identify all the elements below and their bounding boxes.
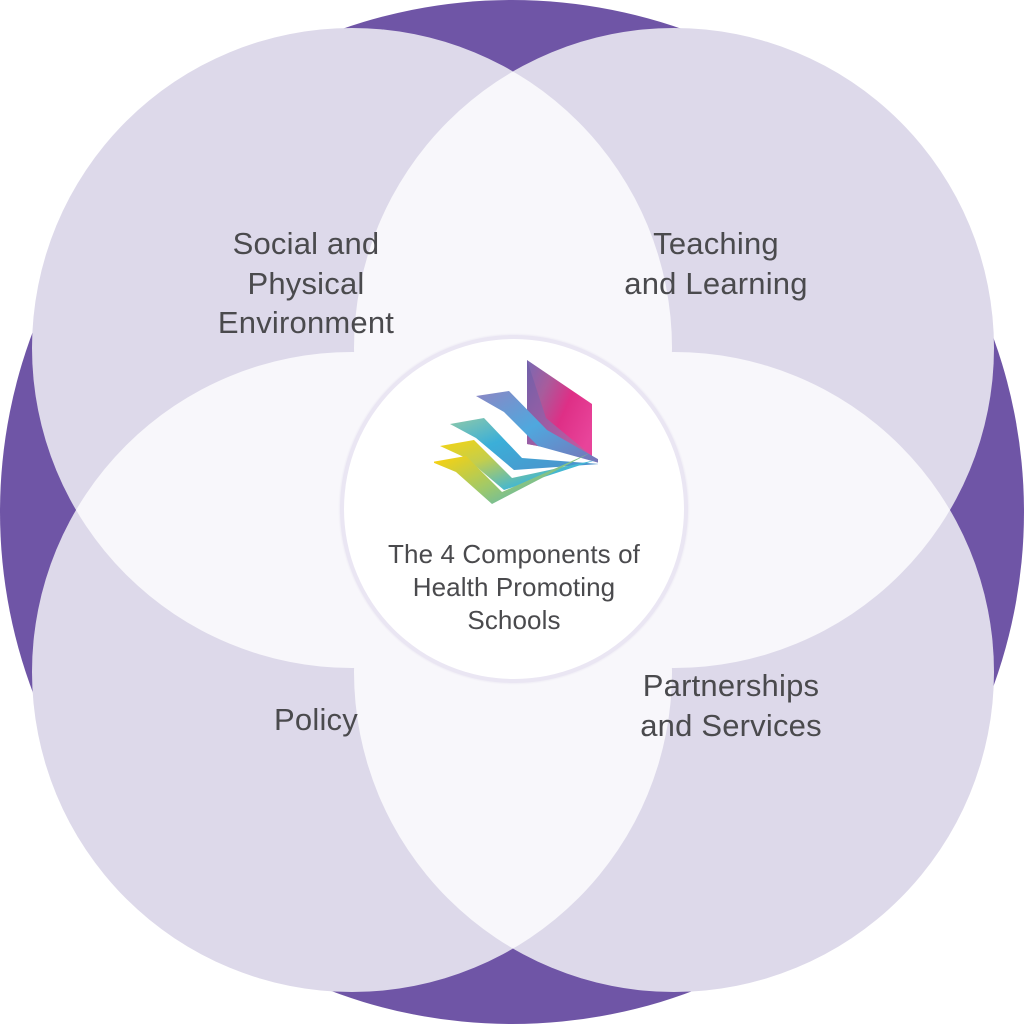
fanned-book-logo — [434, 360, 598, 504]
center-disc — [344, 339, 684, 679]
component-label-policy: Policy — [274, 702, 358, 737]
logo-page-1 — [476, 391, 598, 463]
component-label-partnerships-and-services: Partnerships and Services — [640, 668, 822, 743]
logo-page-3 — [440, 440, 596, 490]
logo-page-2 — [450, 418, 598, 470]
component-label-teaching-and-learning: Teaching and Learning — [624, 226, 808, 301]
logo-page-4 — [434, 453, 590, 504]
center-title: The 4 Components of Health Promoting Sch… — [388, 539, 640, 636]
component-label-social-physical-environment: Social and Physical Environment — [217, 226, 395, 341]
